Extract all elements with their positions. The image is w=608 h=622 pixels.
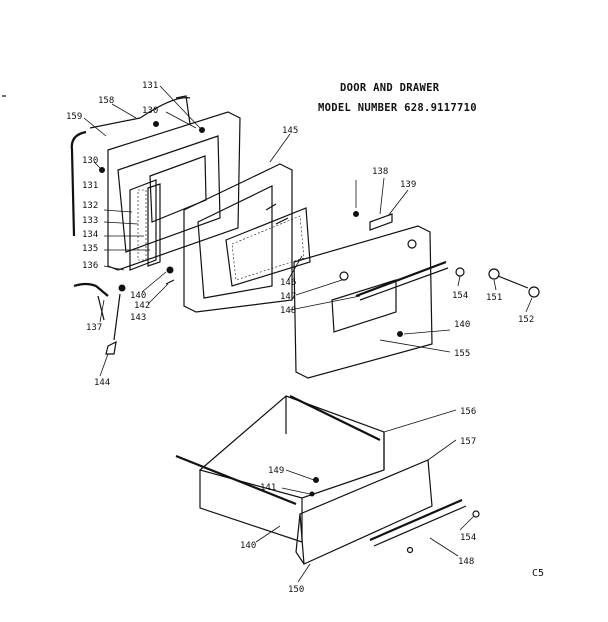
hinge-arm [73, 282, 109, 297]
glass-clip-right [275, 217, 289, 225]
part-label-139: 139 [400, 180, 416, 190]
screw-131-top [199, 127, 205, 133]
part-label-130-b: 130 [82, 156, 98, 166]
spacer-154 [455, 267, 465, 277]
drawer-rail-back [289, 395, 381, 441]
part-number-labels: 158 131 130 159 145 130 131 132 133 134 … [66, 81, 534, 595]
part-label-157: 157 [460, 437, 476, 447]
part-label-135: 135 [82, 244, 98, 254]
drawer-rail-front [175, 454, 297, 506]
part-label-133: 133 [82, 216, 98, 226]
part-label-146: 146 [280, 278, 296, 288]
drawer-front-lower [299, 459, 433, 565]
inner-door-liner [107, 111, 241, 271]
glass-clip-left [265, 203, 277, 211]
outer-door-inner-edge [197, 185, 273, 299]
hinge-arm-stem [97, 295, 105, 321]
part-label-156: 156 [460, 407, 476, 417]
part-label-150: 150 [288, 585, 304, 595]
oven-door-assembly [70, 95, 311, 355]
screw-130-top [153, 121, 159, 127]
shaft [497, 275, 529, 289]
part-label-151: 151 [486, 293, 502, 303]
hinge-receptacle [105, 340, 117, 355]
part-label-149: 149 [268, 466, 284, 476]
part-label-154-b: 154 [460, 533, 476, 543]
part-label-132: 132 [82, 201, 98, 211]
drawer-handle-edge [359, 267, 449, 301]
mounting-bracket [369, 213, 393, 231]
door-hinge [147, 183, 161, 267]
hinge-channel [129, 179, 157, 271]
drawer-pan-left-wall [199, 470, 303, 543]
part-label-154: 154 [452, 291, 468, 301]
hinge-spring [137, 189, 147, 261]
part-label-138: 138 [372, 167, 388, 177]
hinge-screw [118, 284, 126, 292]
door-glass-pane [225, 207, 311, 287]
part-label-131: 131 [142, 81, 158, 91]
part-label-145: 145 [282, 126, 298, 136]
part-label-141: 141 [260, 483, 276, 493]
model-number: MODEL NUMBER 628.9117710 [318, 102, 477, 114]
handle-mount-left [339, 271, 349, 281]
part-label-140-b: 140 [454, 320, 470, 330]
leader-lines [83, 85, 533, 583]
drawer-handle [355, 260, 447, 298]
part-label-137: 137 [86, 323, 102, 333]
part-label-131-b: 131 [82, 181, 98, 191]
screw-141 [309, 491, 315, 497]
part-label-155: 155 [454, 349, 470, 359]
inner-liner-recess [117, 135, 221, 253]
part-label-142: 142 [134, 301, 150, 311]
diagram-title: DOOR AND DRAWER [340, 82, 440, 94]
inner-liner-window [149, 155, 207, 223]
handle-screw-lower [406, 546, 414, 554]
part-label-147: 147 [280, 292, 296, 302]
page-code: C5 [532, 568, 544, 579]
part-label-148: 148 [280, 306, 296, 316]
part-label-158: 158 [98, 96, 114, 106]
outer-door-panel [183, 163, 293, 313]
drawer-pan-back-edges [285, 396, 385, 470]
part-label-144: 144 [94, 378, 110, 388]
storage-drawer [175, 395, 480, 565]
bushing-151 [488, 268, 500, 280]
bracket-screw [353, 211, 359, 217]
drawer-front-recess [331, 279, 397, 333]
part-label-140-c: 140 [240, 541, 256, 551]
part-label-159: 159 [66, 112, 82, 122]
drawer-handle-lower-edge [373, 505, 467, 547]
door-gasket [70, 130, 87, 237]
broiler-drawer-front [293, 211, 540, 379]
drawer-front-panel [293, 225, 433, 379]
drawer-front-lower-edge [295, 513, 305, 565]
part-label-148-b: 148 [458, 557, 474, 567]
part-label-136: 136 [82, 261, 98, 271]
spacer-154-lower [472, 510, 480, 518]
gasket-clip [175, 95, 191, 125]
part-label-134: 134 [82, 230, 98, 240]
hinge-washer [165, 279, 175, 285]
knob-152 [528, 286, 540, 298]
hinge-pin [166, 266, 174, 274]
screw-140 [397, 331, 403, 337]
part-label-152: 152 [518, 315, 534, 325]
drawer-pan-floor [198, 395, 385, 499]
drawer-handle-lower [369, 498, 463, 542]
handle-mount-right [407, 239, 417, 249]
hinge-link [113, 293, 121, 341]
part-label-143: 143 [130, 313, 146, 323]
glass-inner-edge [231, 215, 305, 281]
part-label-130: 130 [142, 106, 158, 116]
part-label-140: 140 [130, 291, 146, 301]
screw-149 [313, 477, 319, 483]
